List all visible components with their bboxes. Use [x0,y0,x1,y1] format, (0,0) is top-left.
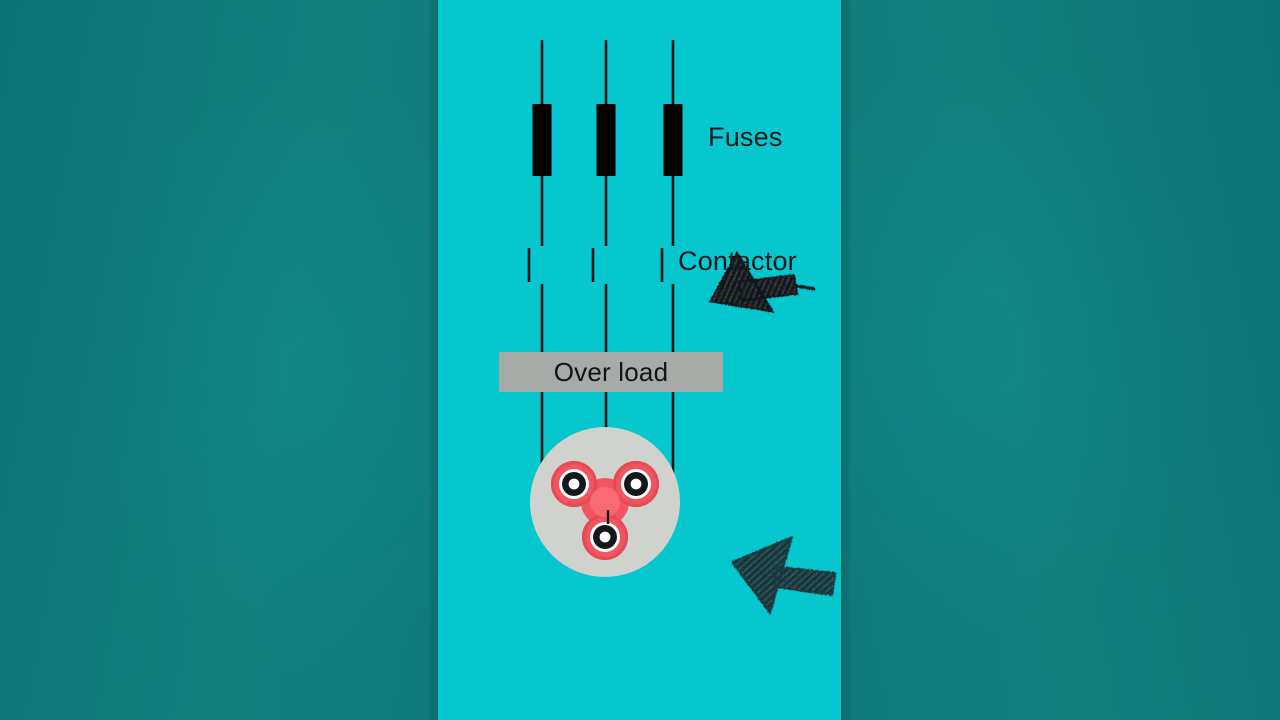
backdrop-right-fill [841,0,1280,720]
backdrop-left-fill [0,0,438,720]
spinner-bearing-lower [590,522,620,552]
overload-label: Over load [553,356,669,387]
spinner-hub [590,487,620,517]
contactor-group [527,248,664,282]
backdrop-seam-left [430,0,439,720]
fuse-2 [596,104,616,176]
overload-relay-block: Over load [499,352,723,392]
fuse-1 [532,104,552,176]
label-fuses: Fuses [708,122,783,152]
fidget-spinner-motor [551,461,659,560]
backdrop-seam-right [841,0,850,720]
fuse-3 [663,104,683,176]
circuit-diagram [527,40,837,616]
spinner-bearing-upper-right [621,469,651,499]
label-contactor: Contactor [678,246,797,276]
video-panel: Fuses Contactor Over load [438,0,841,720]
arrow-pointing-to-motor [730,535,837,616]
fuse-group [532,104,683,176]
spinner-bearing-upper-left [559,469,589,499]
arrow-pointing-to-contactor [708,250,816,314]
